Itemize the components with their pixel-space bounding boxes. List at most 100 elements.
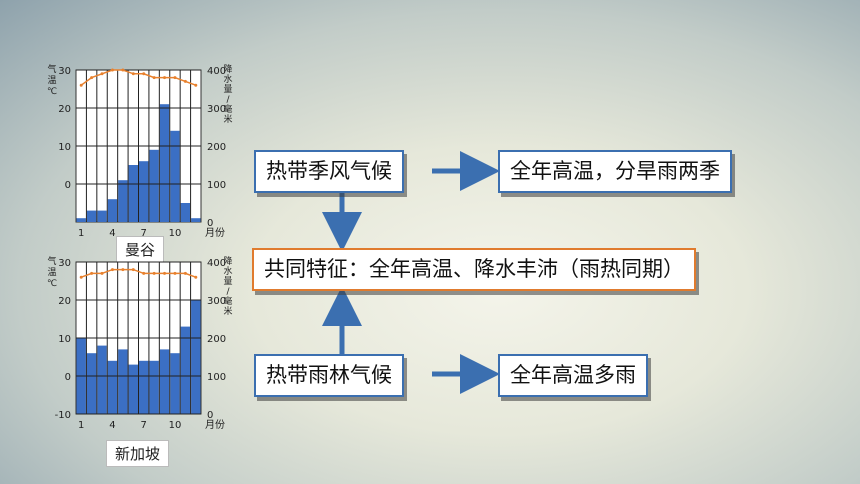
left-tick-label: 10	[58, 142, 71, 153]
left-tick-label: 30	[58, 258, 71, 269]
left-tick-label: 0	[65, 372, 71, 383]
precipitation-bar	[159, 349, 170, 414]
x-tick-label: 4	[109, 228, 115, 239]
precipitation-bar	[118, 349, 128, 414]
right-tick-label: 200	[207, 334, 226, 345]
right-axis-label: 毫	[223, 103, 232, 115]
temperature-point	[100, 72, 104, 76]
x-tick-label: 7	[141, 228, 147, 239]
right-axis-label: 量	[223, 276, 232, 287]
temperature-point	[79, 275, 83, 279]
left-axis-label: ℃	[47, 279, 57, 289]
right-axis-label: 米	[223, 305, 232, 317]
precipitation-bar	[118, 180, 128, 222]
temperature-point	[173, 271, 177, 275]
precipitation-bar	[170, 353, 180, 414]
temperature-point	[163, 76, 167, 80]
right-axis-label: 水	[223, 265, 232, 277]
temperature-point	[173, 76, 177, 80]
temperature-point	[100, 271, 104, 275]
temperature-point	[152, 271, 156, 275]
x-tick-label: 10	[169, 420, 182, 431]
left-tick-label: 20	[58, 104, 71, 115]
right-tick-label: 300	[207, 104, 226, 115]
precipitation-bar	[76, 218, 86, 222]
temperature-point	[131, 72, 135, 76]
precipitation-bar	[149, 149, 159, 222]
right-axis-label: 水	[223, 73, 232, 85]
precipitation-bar	[191, 300, 201, 414]
left-axis-label: 气	[47, 63, 56, 75]
right-tick-label: 400	[207, 66, 226, 77]
rainforest-feature-box: 全年高温多雨	[498, 354, 648, 397]
x-unit-label: 月份	[205, 419, 225, 431]
precipitation-bar	[107, 360, 118, 414]
left-tick-label: 0	[65, 180, 71, 191]
right-axis-label: 量	[223, 84, 232, 95]
right-tick-label: 0	[207, 218, 213, 229]
temperature-point	[183, 271, 187, 275]
precipitation-bar	[107, 199, 118, 222]
left-tick-label: 10	[58, 334, 71, 345]
temperature-point	[121, 68, 125, 72]
x-tick-label: 10	[169, 228, 182, 239]
common-feature-box: 共同特征：全年高温、降水丰沛（雨热同期）	[252, 248, 696, 291]
monsoon-feature-box: 全年高温，分旱雨两季	[498, 150, 732, 193]
temperature-point	[183, 79, 187, 83]
right-tick-label: 300	[207, 296, 226, 307]
temperature-point	[152, 76, 156, 80]
precipitation-bar	[139, 161, 149, 222]
precipitation-bar	[191, 218, 201, 222]
temperature-point	[142, 271, 146, 275]
temperature-line	[80, 268, 197, 278]
temperature-line	[80, 69, 197, 86]
temperature-point	[110, 268, 114, 272]
temperature-point	[110, 68, 114, 72]
left-tick-label: -10	[55, 410, 71, 421]
precipitation-bar	[139, 360, 149, 414]
right-tick-label: 200	[207, 142, 226, 153]
precipitation-bar	[128, 364, 138, 414]
left-tick-label: 30	[58, 66, 71, 77]
x-unit-label: 月份	[205, 227, 225, 239]
singapore-label: 新加坡	[106, 440, 170, 467]
monsoon-climate-box: 热带季风气候	[254, 150, 404, 193]
precipitation-bar	[180, 326, 191, 414]
precipitation-bar	[149, 360, 159, 414]
right-axis-label: /	[226, 287, 230, 297]
right-tick-label: 100	[207, 180, 226, 191]
precipitation-bar	[97, 210, 107, 222]
right-tick-label: 400	[207, 258, 226, 269]
temperature-point	[90, 76, 94, 80]
precipitation-bar	[86, 353, 97, 414]
temperature-point	[131, 268, 135, 272]
left-axis-label: ℃	[47, 87, 57, 97]
temperature-point	[194, 275, 198, 279]
right-axis-label: 毫	[223, 295, 232, 307]
precipitation-bar	[180, 203, 191, 222]
right-axis-label: /	[226, 95, 230, 105]
x-tick-label: 7	[141, 420, 147, 431]
left-axis-label: 温	[47, 75, 56, 86]
temperature-point	[90, 271, 94, 275]
precipitation-bar	[128, 165, 138, 222]
right-axis-label: 降	[223, 255, 232, 267]
precipitation-bar	[159, 104, 170, 222]
temperature-point	[142, 72, 146, 76]
left-axis-label: 气	[47, 255, 56, 267]
temperature-point	[194, 83, 198, 87]
x-tick-label: 1	[78, 228, 84, 239]
temperature-point	[163, 271, 167, 275]
left-axis-label: 温	[47, 267, 56, 278]
right-axis-label: 米	[223, 113, 232, 125]
bangkok-label: 曼谷	[116, 236, 165, 263]
precipitation-bar	[86, 210, 97, 222]
temperature-point	[79, 83, 83, 87]
precipitation-bar	[97, 345, 107, 414]
right-tick-label: 0	[207, 410, 213, 421]
rainforest-climate-box: 热带雨林气候	[254, 354, 404, 397]
